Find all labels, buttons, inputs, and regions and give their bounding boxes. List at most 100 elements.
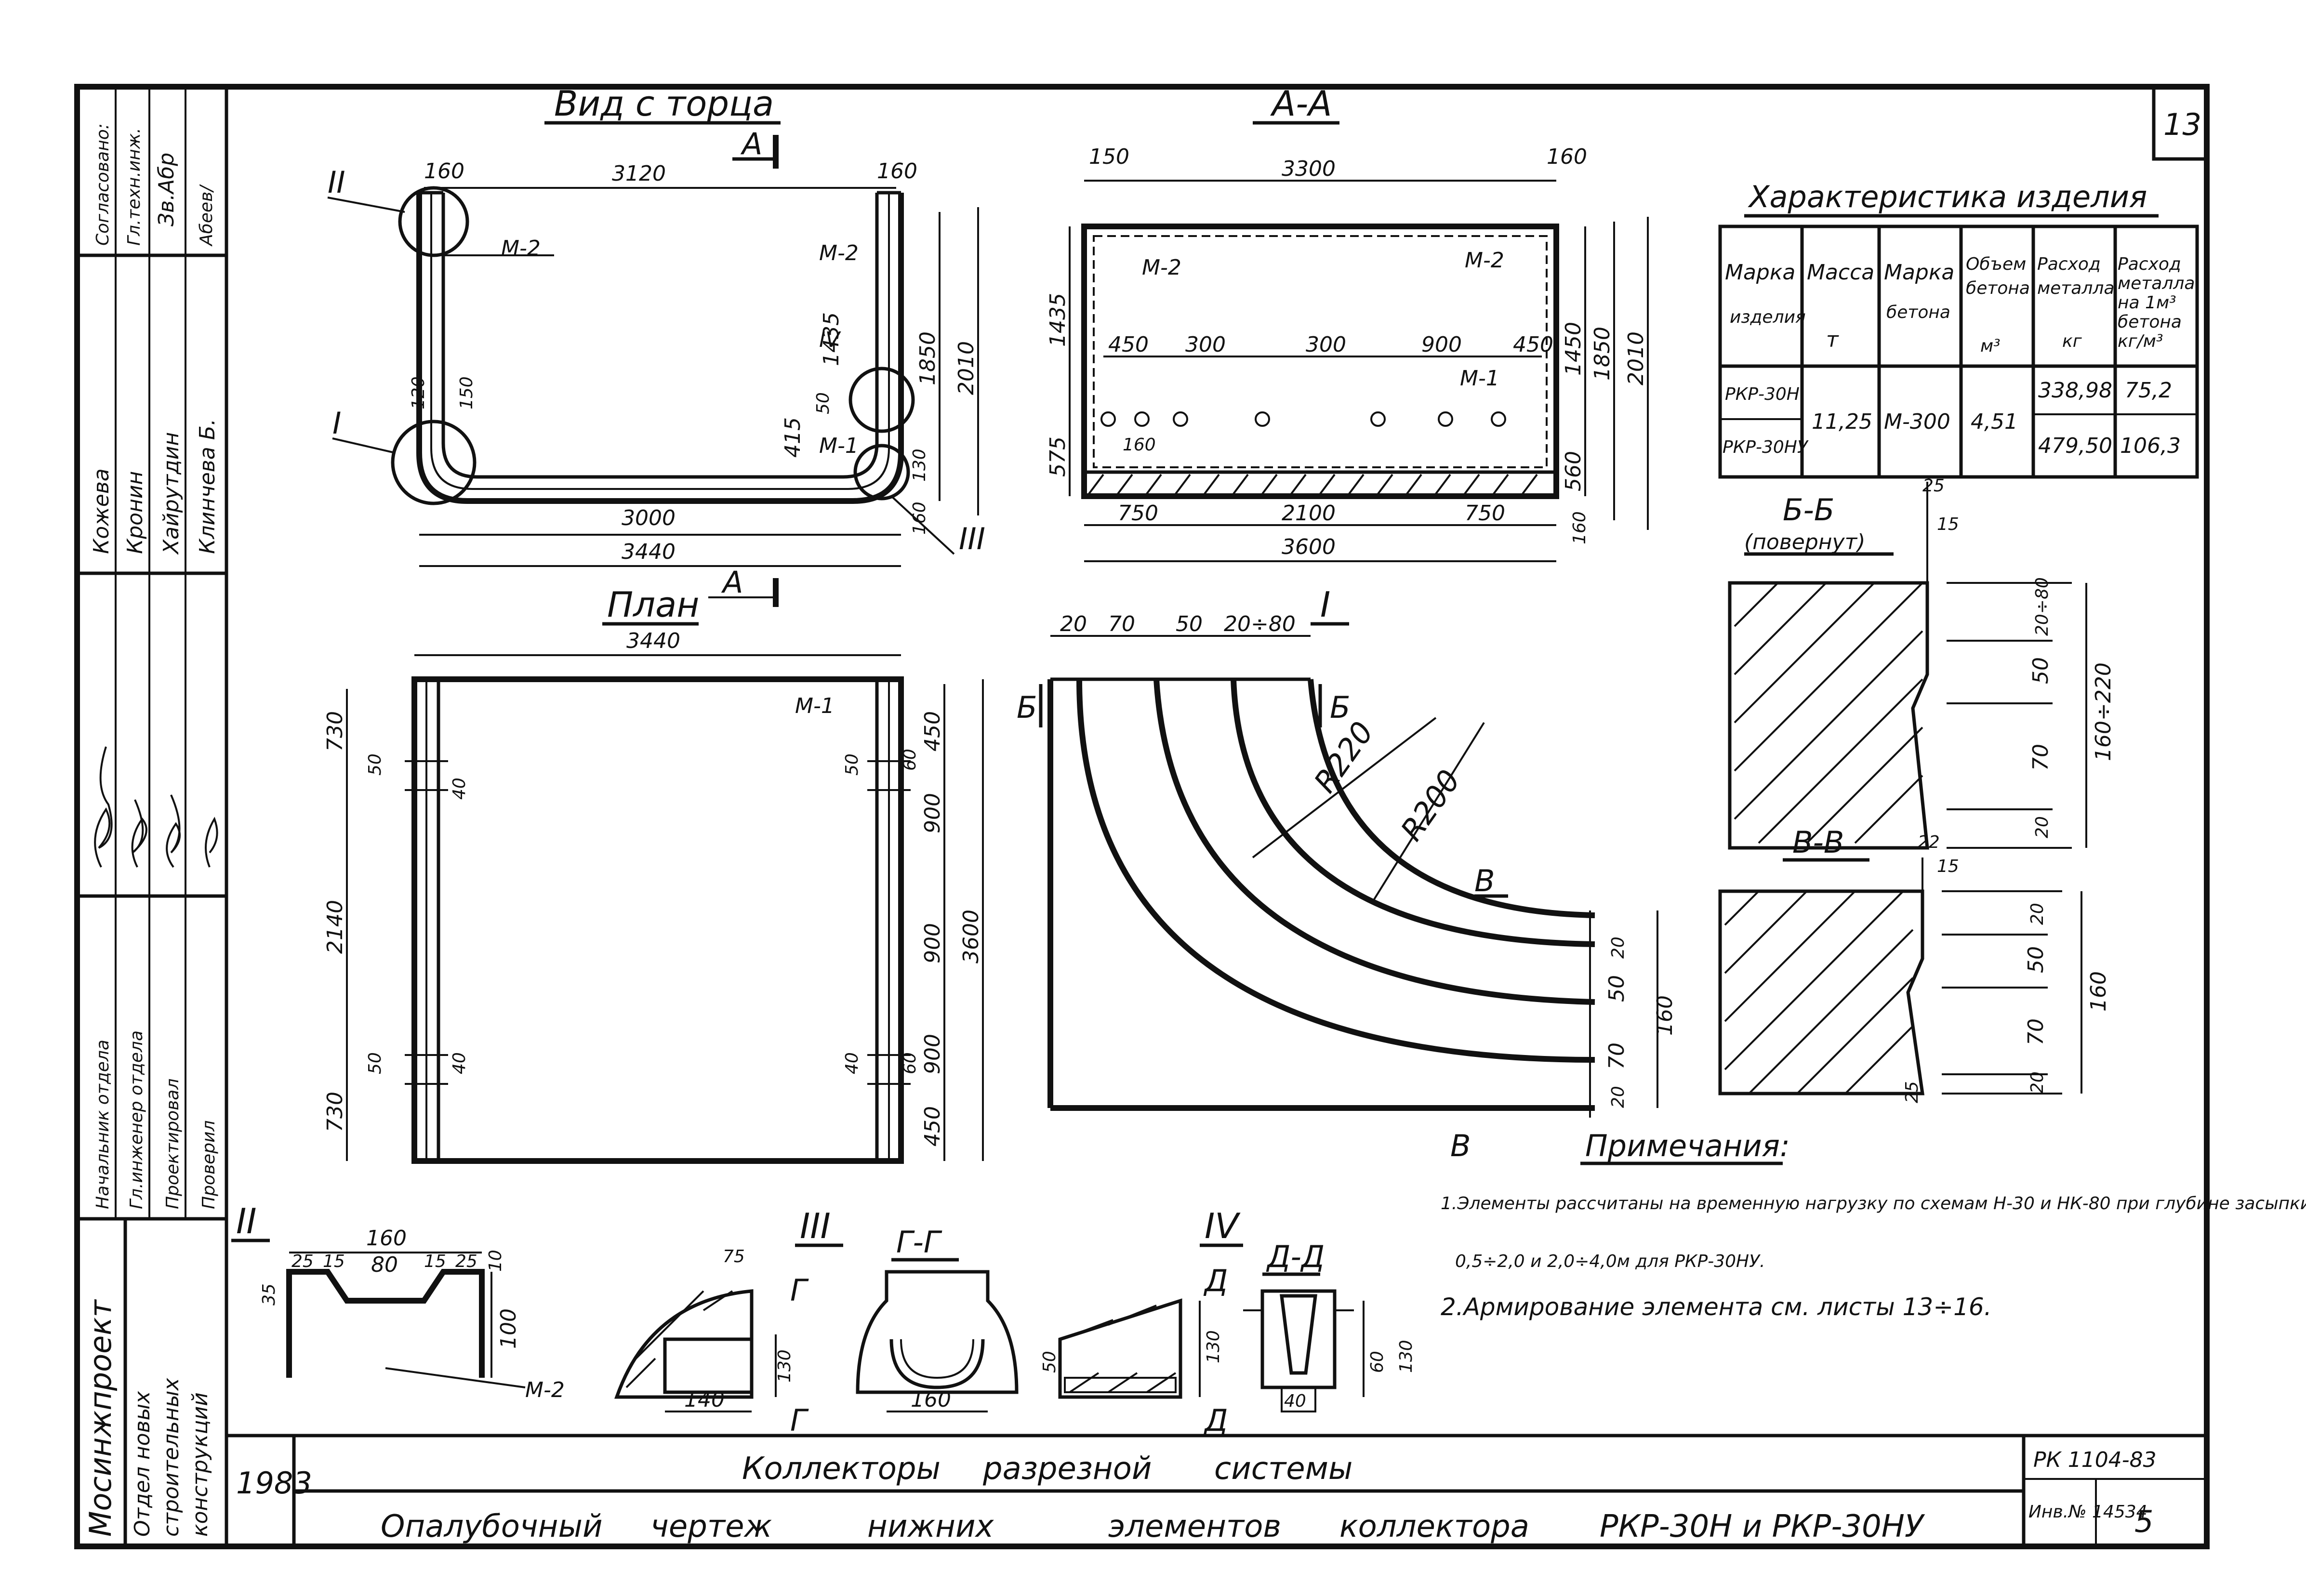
approved-sign: Зв.Абр [154,153,179,226]
stamp-dept-3: конструкций [188,1392,212,1537]
detail-iv-section-bottom: Д [1203,1403,1228,1438]
plan-dim-450-top: 450 [920,711,945,752]
title-l2-w5: коллектора [1339,1509,1529,1544]
detail-iii-section-top: Г [790,1273,809,1308]
side-stamp: Согласовано: Гл.техн.инж. Зв.Абр Абеев/ … [77,87,226,1546]
th-vol-1: Объем [1966,254,2026,274]
row1-mark: РКР-30Н [1725,384,1800,404]
stamp-dept-1: Отдел новых [130,1391,155,1537]
detail-ii-dim-25-l: 25 [292,1252,314,1271]
section-gg-dim-160: 160 [911,1387,951,1412]
product-table: Характеристика изделия Марка изделия Мас… [1718,179,2199,479]
th-metal-3: кг [2062,331,2082,351]
section-aa: А-А 150 3300 160 М-2 М-2 М-1 160 450 300… [1046,83,1649,562]
vv-dim-160: 160 [2086,971,2111,1012]
end-view-title: Вид с торца [554,83,774,124]
callout-iv-circle [848,367,915,433]
end-label-m2-right: М-2 [819,241,859,265]
end-dim-1435: 1435 [819,312,844,366]
detail-ii-dim-25-r: 25 [455,1252,477,1271]
plan-small-40-b: 40 [450,1052,469,1074]
vv-dim-15: 15 [1937,857,1959,876]
aa-label-m2-left: М-2 [1142,255,1181,280]
signature-1 [94,746,113,868]
callout-ii-circle [398,186,469,257]
plan-dim-3600: 3600 [959,910,983,963]
detail-iv-title: IV [1205,1206,1241,1246]
detail-ii-dim-10: 10 [486,1250,505,1272]
detail-iv-body [1058,1298,1182,1399]
section-v-bottom: В [1450,1128,1471,1163]
section-vv: В-В 22 15 20 50 70 20 25 160 [1718,825,2111,1103]
stamp-name-4: Клинчева Б. [195,419,220,554]
detail-ii-dim-80: 80 [371,1253,398,1277]
th-metal-1: Расход [2037,254,2101,274]
section-dd-dim-60: 60 [1367,1351,1387,1373]
bb-dim-160-220: 160÷220 [2091,662,2116,761]
bend-line-3 [1231,679,1595,947]
detail-i-dim-20-80: 20÷80 [1224,612,1296,636]
row2-mark: РКР-30НУ [1723,437,1809,457]
end-label-m1: М-1 [819,434,859,458]
title-l2-w2: чертеж [650,1509,772,1544]
stamp-role-4: Проверил [199,1120,219,1209]
bb-dim-70: 70 [2028,744,2053,771]
title-l1-w1: Коллекторы [742,1451,941,1487]
th-mass-2: т [1826,328,1839,352]
section-aa-title: А-А [1270,83,1332,124]
approved-header-1: Согласовано: [93,123,113,246]
aa-dim-3300: 3300 [1282,157,1336,181]
notes-title: Примечания: [1585,1128,1790,1163]
aa-dim-2100: 2100 [1282,501,1336,526]
section-dd-dim-40: 40 [1284,1391,1306,1411]
detail-i-radius-200: R200 [1393,764,1467,847]
end-dim-2010: 2010 [954,341,979,395]
end-dim-3000: 3000 [622,506,676,530]
detail-iii-section-bottom: Г [790,1403,809,1438]
section-gg-arch [889,1339,985,1389]
vv-dim-70: 70 [2024,1018,2048,1045]
th-mark-2: изделия [1730,307,1806,327]
end-dim-415: 415 [781,417,805,458]
plan-outline [411,676,904,1164]
doc-code: РК 1104-83 [2033,1448,2157,1472]
section-dd-title: Д-Д [1266,1239,1325,1274]
detail-iii-body [614,1289,754,1399]
detail-iii-dim-140: 140 [684,1387,725,1412]
end-dim-50: 50 [813,392,833,414]
trough-outer [416,193,904,504]
aa-label-m1: М-1 [1460,366,1499,391]
note-2: 2.Армирование элемента см. листы 13÷16. [1441,1293,1992,1321]
detail-i: I 20 70 50 20÷80 R220 R200 Б Б В В 20 50… [1017,584,1677,1163]
inv-number: Инв.№ 14534 [2028,1502,2147,1522]
detail-ii-title: II [236,1201,256,1241]
plan-dim-900-3: 900 [920,1034,945,1074]
aa-dim-560: 560 [1561,451,1586,491]
bb-dim-25: 25 [1922,476,1945,496]
sheet-number-box [2152,85,2209,161]
section-bb-body [1728,581,1929,850]
th-mass-1: Масса [1807,260,1874,285]
section-vv-body [1718,889,1925,1095]
end-dim-150: 150 [457,376,477,409]
stamp-name-3: Хайрутдин [159,432,184,555]
stamp-role-2: Гл.инженер отдела [127,1030,146,1209]
plan-dim-450-bottom: 450 [920,1106,945,1147]
plan-small-60-a: 60 [900,749,920,771]
aa-dim-1450: 1450 [1561,322,1586,376]
title-block: 1983 Коллекторы разрезной системы Опалуб… [226,1434,2207,1546]
callout-ii: II [328,165,345,200]
plan-small-40-a: 40 [450,778,469,800]
th-mpm-3: на 1м³ [2118,293,2176,313]
aa-dim-160-side: 160 [1570,511,1590,544]
detail-i-side-20-b: 20 [1608,1086,1628,1108]
plan-dim-730-bottom: 730 [323,1092,347,1132]
detail-iii-dim-130: 130 [775,1349,795,1383]
detail-iv-dim-50: 50 [1040,1351,1060,1373]
detail-ii-dim-160: 160 [366,1226,407,1251]
vv-dim-25: 25 [1902,1081,1922,1103]
aa-dim-150: 150 [1089,145,1129,169]
section-b-left: Б [1017,690,1037,725]
title-l1-w2: разрезной [982,1451,1152,1487]
sheet-number: 13 [2163,107,2201,142]
